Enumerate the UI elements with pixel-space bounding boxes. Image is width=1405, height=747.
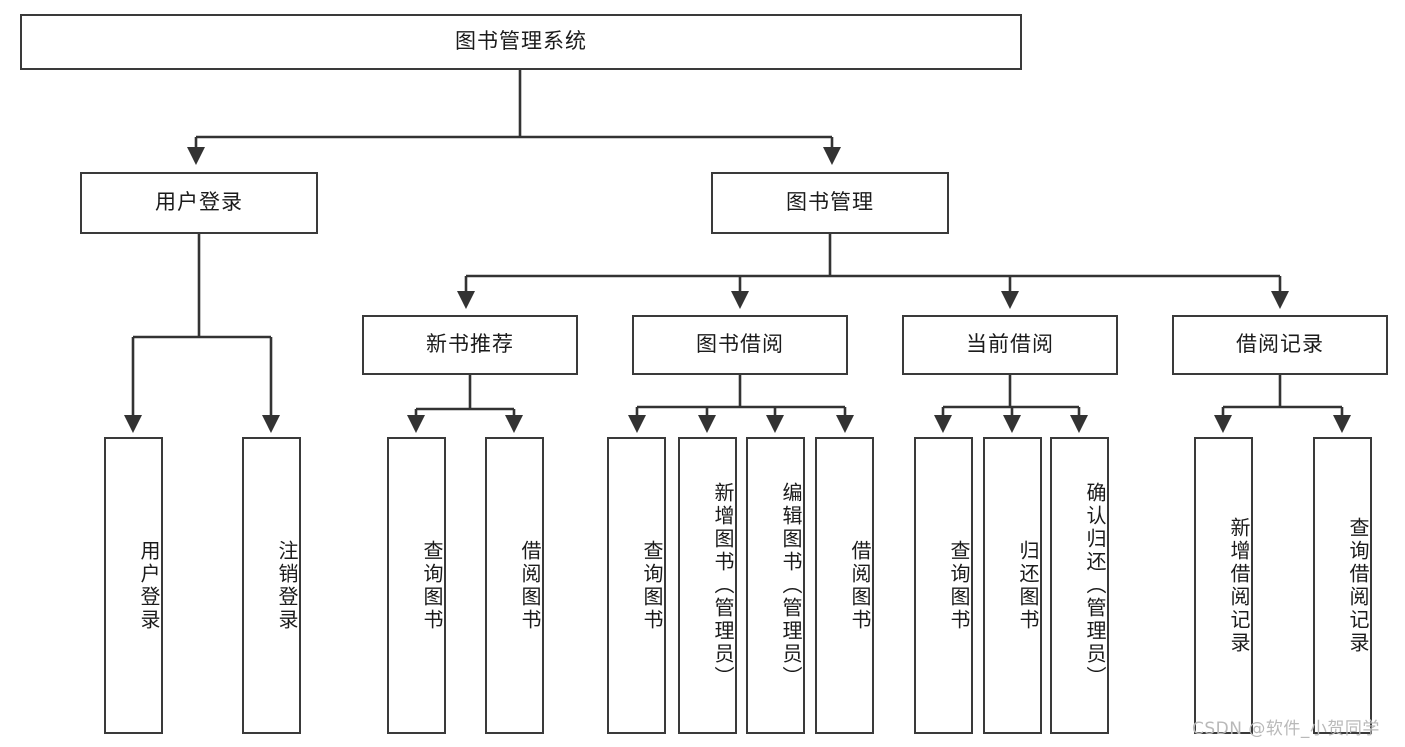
node-leaf-query-book-2[interactable]: 查询图书	[607, 437, 666, 734]
node-leaf-borrow-book-1[interactable]: 借阅图书	[485, 437, 544, 734]
node-leaf-return-book[interactable]: 归还图书	[983, 437, 1042, 734]
node-book-borrow-label: 图书借阅	[696, 332, 784, 357]
node-leaf-query-book-2-label: 查询图书	[640, 539, 664, 632]
node-book-borrow[interactable]: 图书借阅	[632, 315, 848, 375]
node-root-label: 图书管理系统	[455, 29, 587, 54]
node-leaf-user-login-label: 用户登录	[137, 539, 161, 632]
node-current-borrow-label: 当前借阅	[966, 332, 1054, 357]
node-borrow-record[interactable]: 借阅记录	[1172, 315, 1388, 375]
node-leaf-add-record-label: 新增借阅记录	[1227, 516, 1251, 655]
node-leaf-user-logout[interactable]: 注销登录	[242, 437, 301, 734]
node-leaf-add-book-label: 新增图书（管理员）	[711, 482, 735, 689]
node-root[interactable]: 图书管理系统	[20, 14, 1022, 70]
node-leaf-user-logout-label: 注销登录	[275, 539, 299, 632]
node-leaf-borrow-book-1-label: 借阅图书	[518, 539, 542, 632]
node-leaf-confirm-return[interactable]: 确认归还（管理员）	[1050, 437, 1109, 734]
node-new-book-recommend-label: 新书推荐	[426, 332, 514, 357]
node-leaf-query-book-1[interactable]: 查询图书	[387, 437, 446, 734]
node-current-borrow[interactable]: 当前借阅	[902, 315, 1118, 375]
node-leaf-query-record-label: 查询借阅记录	[1346, 516, 1370, 655]
node-leaf-query-book-1-label: 查询图书	[420, 539, 444, 632]
node-leaf-query-book-3[interactable]: 查询图书	[914, 437, 973, 734]
node-user-login[interactable]: 用户登录	[80, 172, 318, 234]
node-book-manage[interactable]: 图书管理	[711, 172, 949, 234]
node-leaf-borrow-book-2-label: 借阅图书	[848, 539, 872, 632]
node-book-manage-label: 图书管理	[786, 190, 874, 215]
node-leaf-add-book[interactable]: 新增图书（管理员）	[678, 437, 737, 734]
node-new-book-recommend[interactable]: 新书推荐	[362, 315, 578, 375]
node-leaf-confirm-return-label: 确认归还（管理员）	[1083, 482, 1107, 689]
node-leaf-add-record[interactable]: 新增借阅记录	[1194, 437, 1253, 734]
node-leaf-edit-book-label: 编辑图书（管理员）	[779, 482, 803, 689]
node-leaf-query-record[interactable]: 查询借阅记录	[1313, 437, 1372, 734]
watermark-csdn: CSDN @软件_小贺同学	[1192, 719, 1380, 739]
node-leaf-user-login[interactable]: 用户登录	[104, 437, 163, 734]
node-leaf-query-book-3-label: 查询图书	[947, 539, 971, 632]
node-leaf-return-book-label: 归还图书	[1016, 539, 1040, 632]
node-leaf-edit-book[interactable]: 编辑图书（管理员）	[746, 437, 805, 734]
node-user-login-label: 用户登录	[155, 190, 243, 215]
node-borrow-record-label: 借阅记录	[1236, 332, 1324, 357]
node-leaf-borrow-book-2[interactable]: 借阅图书	[815, 437, 874, 734]
